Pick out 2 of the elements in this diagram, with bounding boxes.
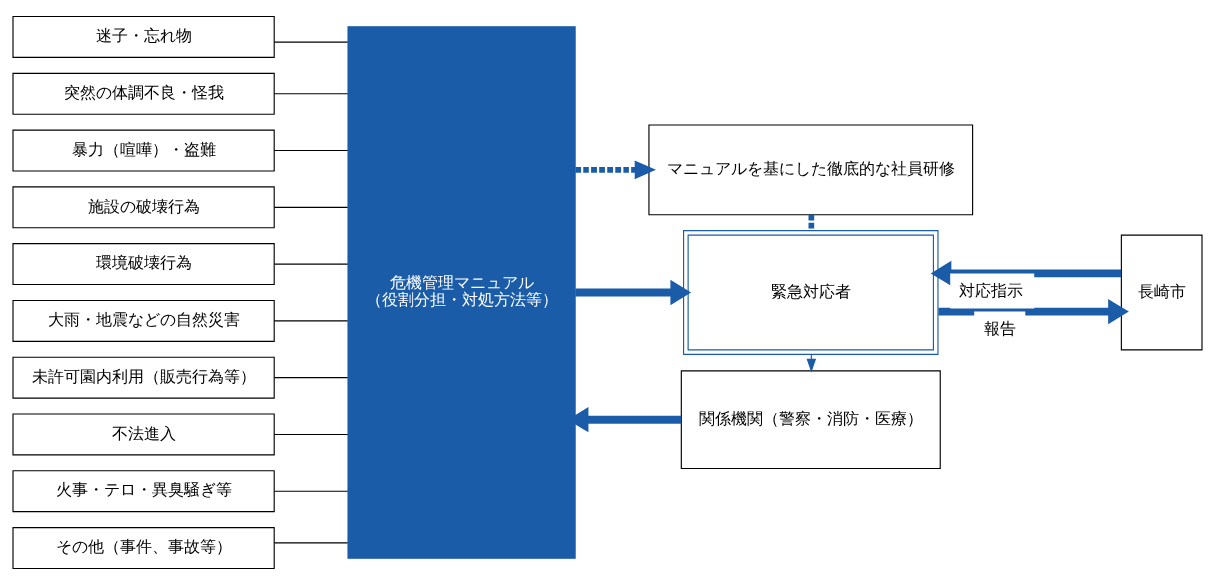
edge-label: 報告 bbox=[983, 318, 1016, 338]
edge-label: 対応指示 bbox=[959, 280, 1024, 300]
